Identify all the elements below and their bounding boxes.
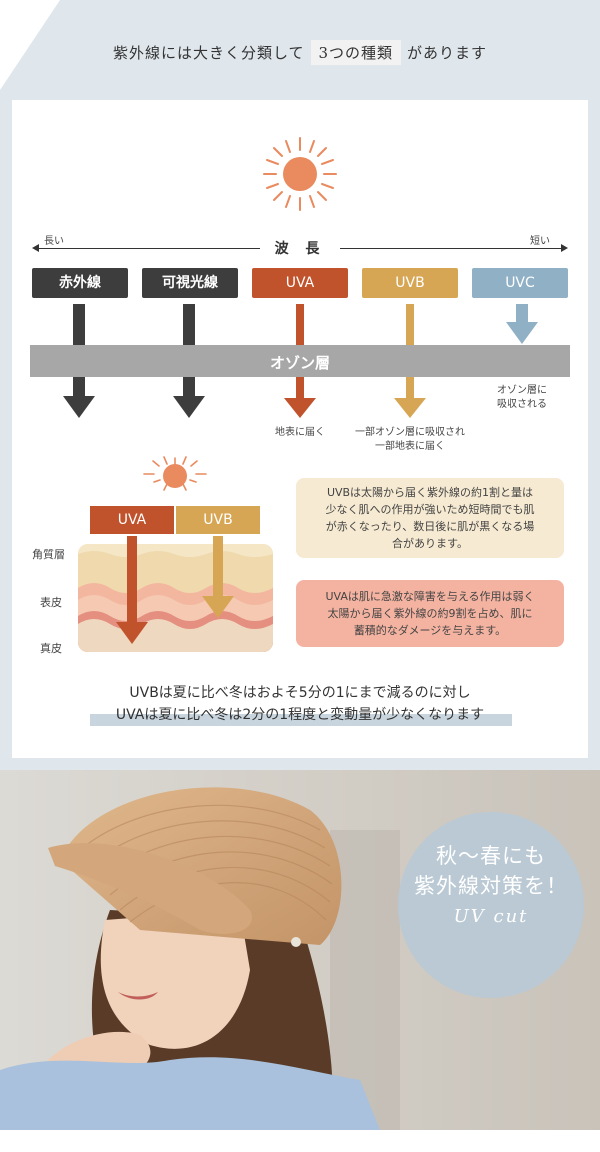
ray-label-uvc: UVC — [472, 268, 568, 298]
wavelength-label: 波 長 — [260, 238, 340, 258]
uvc-note: オゾン層に 吸収される — [472, 384, 572, 412]
uvb-info-line3: が赤くなったり、数日後に肌が黒くなる場 — [325, 520, 535, 533]
uvb-info-line1: UVBは太陽から届く紫外線の約1割と量は — [326, 486, 534, 499]
arrow-uvc — [506, 304, 538, 344]
headline-text-after: があります — [407, 44, 488, 62]
uva-note-text: 地表に届く — [275, 427, 325, 438]
headline-text-before: 紫外線には大きく分類して — [112, 44, 305, 62]
promo-badge-line1: 秋〜春にも — [436, 844, 546, 868]
uvb-note-line2: 一部地表に届く — [375, 441, 445, 452]
uvb-info-line2: 少なく肌への作用が強いため短時間でも肌 — [325, 503, 535, 516]
uvc-note-line2: 吸収される — [497, 399, 547, 410]
headline-highlight: 3つの種類 — [310, 40, 402, 65]
uva-note: 地表に届く — [250, 426, 350, 440]
wavelength-short-label: 短い — [530, 236, 550, 247]
promo-badge-line2: 紫外線対策を！ — [414, 874, 568, 898]
uva-info-line2: 太陽から届く紫外線の約9割を占め、肌に — [327, 607, 533, 620]
bottom-strip — [0, 1130, 600, 1152]
skin-uva-label: UVA — [90, 506, 174, 534]
skin-layers-graphic — [78, 544, 273, 652]
skin-arrow-uvb — [202, 536, 234, 618]
uva-info-line1: UVAは肌に急激な障害を与える作用は弱く — [325, 590, 535, 603]
uvb-info-line4: 合があります。 — [392, 537, 468, 550]
ray-label-visible: 可視光線 — [142, 268, 238, 298]
uvb-info-box: UVBは太陽から届く紫外線の約1割と量は 少なく肌への作用が強いため短時間でも肌… — [296, 478, 564, 558]
skin-uvb-label: UVB — [176, 506, 260, 534]
summary-line2: UVAは夏に比べ冬は2分の1程度と変動量が少なくなります — [115, 707, 485, 723]
headline: 紫外線には大きく分類して 3つの種類があります — [0, 40, 600, 65]
uva-info-box: UVAは肌に急激な障害を与える作用は弱く 太陽から届く紫外線の約9割を占め、肌に… — [296, 580, 564, 647]
summary-highlight — [90, 714, 512, 726]
sun-icon — [263, 137, 337, 211]
layer-label-dermis: 真皮 — [40, 642, 62, 655]
wavelength-long-label: 長い — [44, 236, 64, 247]
uvb-note: 一部オゾン層に吸収され 一部地表に届く — [340, 426, 480, 454]
skin-arrow-uva — [116, 536, 148, 644]
ray-label-infrared: 赤外線 — [32, 268, 128, 298]
ray-label-uvb: UVB — [362, 268, 458, 298]
uvc-note-line1: オゾン層に — [497, 385, 547, 396]
promo-badge-script: UV cut — [453, 906, 529, 927]
skin-cross-section — [78, 544, 273, 652]
uva-info-line3: 蓄積的なダメージを与えます。 — [353, 624, 507, 637]
layer-label-epidermis: 表皮 — [40, 596, 62, 609]
promo-badge — [398, 812, 584, 998]
summary-line1: UVBは夏に比べ冬はおよそ5分の1にまで減るのに対し — [129, 685, 471, 701]
layer-label-stratum-corneum: 角質層 — [32, 548, 65, 561]
ozone-layer-label: オゾン層 — [269, 354, 330, 372]
small-sun-icon — [143, 456, 207, 491]
ray-label-uva: UVA — [252, 268, 348, 298]
uvb-note-line1: 一部オゾン層に吸収され — [355, 427, 465, 438]
ozone-layer-band — [30, 345, 570, 377]
